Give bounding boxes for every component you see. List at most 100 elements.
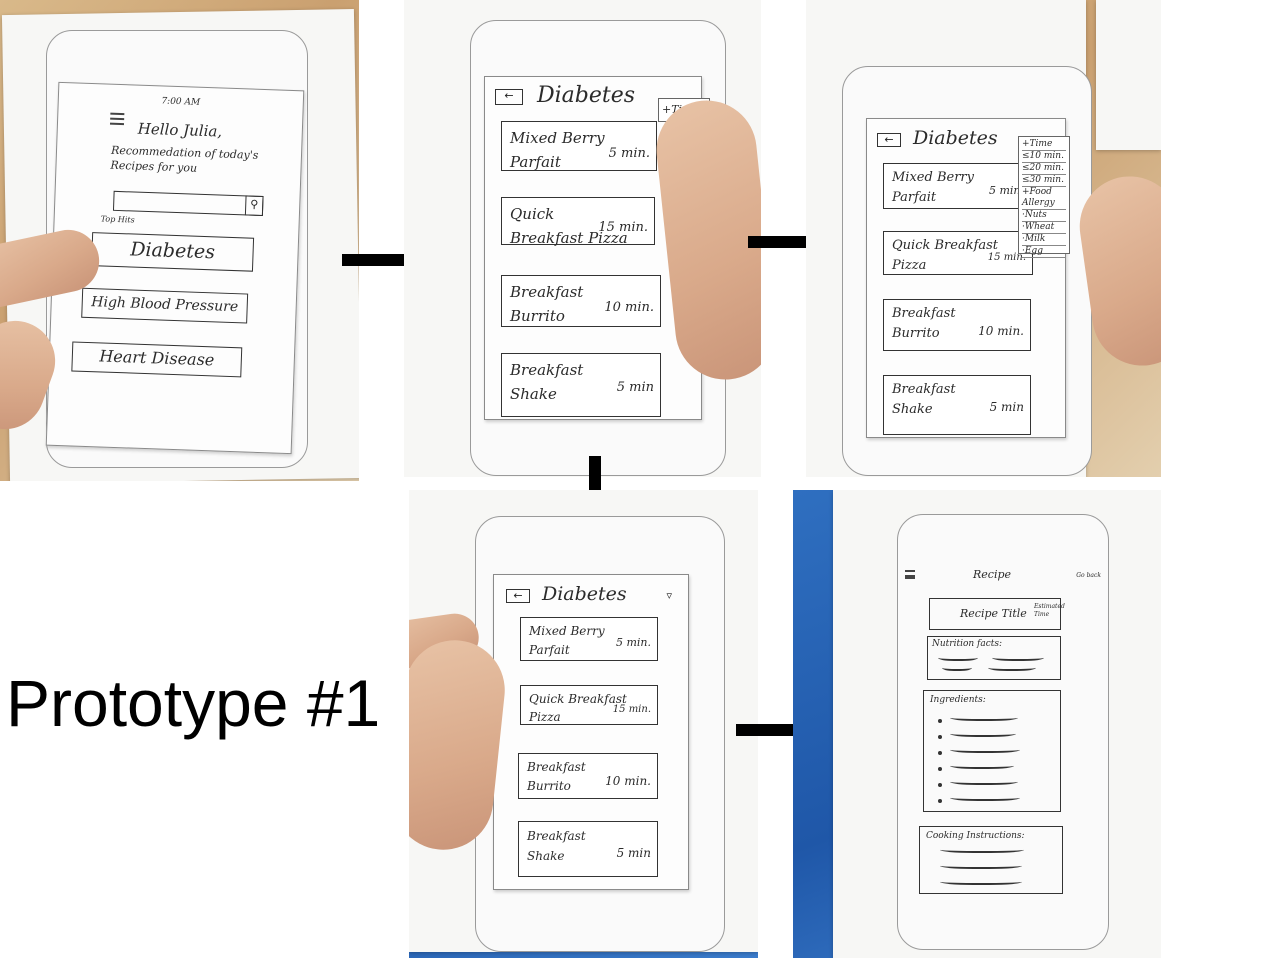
recipe-card[interactable]: Breakfast Burrito 10 min. xyxy=(883,299,1031,351)
recommendation-subtitle: Recommedation of today's Recipes for you xyxy=(110,143,259,175)
scribble-line xyxy=(950,761,1014,769)
menu-icon[interactable] xyxy=(905,570,915,579)
scribble-line xyxy=(940,861,1022,869)
recipe-card[interactable]: Breakfast Shake 5 min xyxy=(883,375,1031,435)
scribble-line xyxy=(950,777,1018,785)
instructions-label: Cooking Instructions: xyxy=(926,831,1025,841)
filter-option[interactable]: ≤20 min. xyxy=(1022,163,1066,175)
back-arrow-icon[interactable]: ← xyxy=(506,589,530,603)
filter-dropdown[interactable]: +Time ≤10 min. ≤20 min. ≤30 min. +Food A… xyxy=(1018,136,1070,258)
scribble-line xyxy=(950,713,1018,721)
photo-filtered-screen: ← Diabetes ▿ Mixed Berry Parfait 5 min. … xyxy=(409,490,758,958)
recipe-name: Mixed Berry Parfait xyxy=(892,170,974,205)
list-screen: ← Diabetes Mixed Berry Parfait 5 min. Qu… xyxy=(484,76,702,420)
ingredient-bullet xyxy=(938,719,942,723)
filtered-list-screen: ← Diabetes ▿ Mixed Berry Parfait 5 min. … xyxy=(493,574,689,890)
ingredients-label: Ingredients: xyxy=(930,695,986,705)
filter-list-screen: ← Diabetes Mixed Berry Parfait 5 min. Qu… xyxy=(866,118,1066,438)
filter-option[interactable]: +Food Allergy xyxy=(1022,187,1066,210)
status-time: 7:00 AM xyxy=(161,96,201,108)
recipe-card[interactable]: Quick Breakfast Pizza 15 min. xyxy=(501,197,655,247)
scribble-line xyxy=(950,793,1020,801)
photo-filter-screen: ← Diabetes Mixed Berry Parfait 5 min. Qu… xyxy=(806,0,1161,477)
search-icon[interactable]: ⚲ xyxy=(244,195,264,217)
recipe-card[interactable]: Mixed Berry Parfait 5 min. xyxy=(883,163,1031,209)
paper-sheet xyxy=(1096,0,1161,150)
recipe-screen: Recipe Go back Recipe Title Estimated Ti… xyxy=(901,564,1107,950)
list-title: Diabetes xyxy=(537,83,636,108)
recipe-time: 5 min. xyxy=(608,146,650,161)
recipe-card[interactable]: Breakfast Shake 5 min xyxy=(518,821,658,877)
recipe-card[interactable]: Breakfast Burrito 10 min. xyxy=(501,275,661,327)
scribble-line xyxy=(940,845,1024,853)
recipe-time: 15 min. xyxy=(598,220,648,235)
filter-option[interactable]: +Time xyxy=(1022,139,1066,151)
recipe-name: Mixed Berry Parfait xyxy=(529,624,605,657)
photo-recipe-screen: Recipe Go back Recipe Title Estimated Ti… xyxy=(793,490,1161,958)
condition-blood-pressure-button[interactable]: High Blood Pressure xyxy=(81,287,249,324)
ingredient-bullet xyxy=(938,767,942,771)
recipe-time: 5 min. xyxy=(615,636,651,649)
filter-option[interactable]: ·Nuts xyxy=(1022,210,1066,222)
nutrition-facts-box: Nutrition facts: xyxy=(927,636,1061,680)
arrow-right xyxy=(748,236,810,248)
recipe-time: 5 min xyxy=(989,400,1024,414)
nutrition-label: Nutrition facts: xyxy=(932,639,1003,649)
list-title: Diabetes xyxy=(542,583,627,605)
recipe-card[interactable]: Quick Breakfast Pizza 15 min. xyxy=(883,231,1033,275)
recipe-name: Breakfast Shake xyxy=(510,361,584,403)
menu-icon[interactable] xyxy=(109,112,125,126)
recipe-card[interactable]: Mixed Berry Parfait 5 min. xyxy=(520,617,658,661)
filter-option[interactable]: ≤30 min. xyxy=(1022,175,1066,187)
back-arrow-icon[interactable]: ← xyxy=(495,89,523,105)
scribble-line xyxy=(992,653,1044,661)
arrow-right xyxy=(342,254,406,266)
recipe-time: 15 min. xyxy=(987,252,1026,263)
cooking-instructions-box: Cooking Instructions: xyxy=(919,826,1063,894)
scribble-line xyxy=(940,877,1022,885)
scribble-line xyxy=(942,663,972,671)
recipe-card[interactable]: Breakfast Burrito 10 min. xyxy=(518,753,658,799)
scribble-line xyxy=(950,745,1020,753)
recipe-name: Breakfast Burrito xyxy=(892,306,956,341)
recipe-card[interactable]: Breakfast Shake 5 min xyxy=(501,353,661,417)
recipe-name: Mixed Berry Parfait xyxy=(510,129,605,171)
recipe-name: Breakfast Burrito xyxy=(527,760,586,793)
ingredient-bullet xyxy=(938,799,942,803)
ingredient-bullet xyxy=(938,751,942,755)
filter-option[interactable]: ≤10 min. xyxy=(1022,151,1066,163)
recipe-title: Recipe Title xyxy=(960,607,1027,620)
condition-diabetes-button[interactable]: Diabetes xyxy=(91,232,255,272)
condition-heart-disease-button[interactable]: Heart Disease xyxy=(71,341,243,378)
recipe-time: 5 min xyxy=(616,380,654,395)
condition-label: Heart Disease xyxy=(99,346,215,370)
greeting: Hello Julia, xyxy=(137,119,223,141)
condition-label: Diabetes xyxy=(129,238,216,264)
search-input[interactable] xyxy=(112,190,264,217)
back-arrow-icon[interactable]: ← xyxy=(877,133,901,147)
filter-active-icon[interactable]: ▿ xyxy=(666,589,672,602)
recipe-name: Breakfast Shake xyxy=(527,829,586,863)
recipe-name: Quick Breakfast Pizza xyxy=(529,692,627,724)
recipe-name: Breakfast Shake xyxy=(892,382,956,417)
recipe-card[interactable]: Quick Breakfast Pizza 15 min. xyxy=(520,685,658,725)
filter-option[interactable]: ·Egg xyxy=(1022,246,1066,258)
photo-home-screen: 7:00 AM Hello Julia, Recommedation of to… xyxy=(0,0,359,481)
condition-label: High Blood Pressure xyxy=(91,294,239,316)
recipe-name: Breakfast Burrito xyxy=(510,283,584,325)
filter-option[interactable]: ·Wheat xyxy=(1022,222,1066,234)
ingredients-box: Ingredients: xyxy=(923,690,1061,812)
estimated-time: Estimated Time xyxy=(1034,603,1065,618)
go-back-link[interactable]: Go back xyxy=(1076,572,1101,579)
scribble-line xyxy=(950,729,1016,737)
recipe-name: Quick Breakfast Pizza xyxy=(510,205,628,247)
recipe-title-box: Recipe Title Estimated Time xyxy=(929,598,1065,630)
recipe-card[interactable]: Mixed Berry Parfait 5 min. xyxy=(501,121,657,171)
ingredient-bullet xyxy=(938,735,942,739)
recipe-time: 5 min. xyxy=(988,184,1024,197)
recipe-time: 10 min. xyxy=(605,774,651,788)
photo-list-screen: ← Diabetes Mixed Berry Parfait 5 min. Qu… xyxy=(404,0,761,477)
top-hits-label: Top Hits xyxy=(100,214,135,225)
recipe-time: 15 min. xyxy=(612,704,651,715)
filter-option[interactable]: ·Milk xyxy=(1022,234,1066,246)
